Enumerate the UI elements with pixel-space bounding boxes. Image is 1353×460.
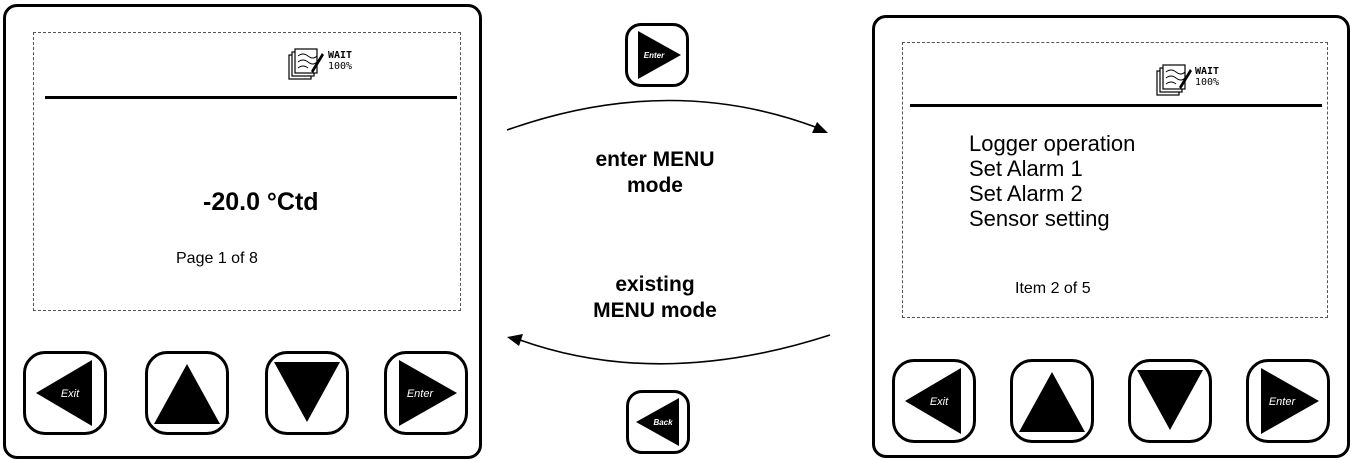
enter-menu-caption: enter MENU mode xyxy=(555,147,755,199)
up-arrow-icon xyxy=(154,364,220,424)
lcd-screen: WAIT 100% -20.0 °Ctd Page 1 of 8 xyxy=(33,32,461,311)
enter-button[interactable]: Enter xyxy=(1246,359,1330,443)
transition-enter-key-label: Enter xyxy=(644,51,665,60)
menu-item[interactable]: Sensor setting xyxy=(969,206,1110,231)
menu-item[interactable]: Set Alarm 2 xyxy=(969,181,1083,206)
exit-menu-caption: existing MENU mode xyxy=(555,272,755,324)
exit-arrow-icon: Exit xyxy=(905,368,961,434)
enter-caption-line1: enter MENU xyxy=(595,148,715,171)
down-button[interactable] xyxy=(1128,359,1212,443)
header-divider xyxy=(45,96,457,99)
device-display-mode: WAIT 100% -20.0 °Ctd Page 1 of 8 Exit En… xyxy=(3,4,482,459)
down-arrow-icon xyxy=(274,362,340,422)
menu-item[interactable]: Logger operation xyxy=(969,131,1136,156)
measurement-value: -20.0 °Ctd xyxy=(203,188,319,216)
status-indicator: WAIT 100% xyxy=(1195,66,1219,88)
document-icon xyxy=(1156,64,1192,96)
exit-key-label: Exit xyxy=(930,396,949,408)
enter-arrow-icon: Enter xyxy=(1261,368,1319,434)
status-indicator: WAIT 100% xyxy=(328,50,352,72)
up-button[interactable] xyxy=(145,351,229,435)
exit-transition-arrow xyxy=(519,334,831,365)
device-menu-mode: WAIT 100% Logger operation Set Alarm 1 S… xyxy=(872,15,1350,458)
exit-caption-line2: MENU mode xyxy=(593,299,717,322)
item-indicator: Item 2 of 5 xyxy=(1015,280,1091,297)
enter-transition-arrow xyxy=(506,99,819,131)
enter-caption-line2: mode xyxy=(626,174,683,197)
exit-button[interactable]: Exit xyxy=(23,351,107,435)
page-indicator: Page 1 of 8 xyxy=(176,250,258,267)
exit-caption-line1: existing xyxy=(615,273,695,296)
document-icon xyxy=(288,48,324,80)
status-label: WAIT xyxy=(328,50,353,61)
exit-button[interactable]: Exit xyxy=(892,359,976,443)
transition-enter-key[interactable]: Enter xyxy=(625,23,689,87)
status-label: WAIT xyxy=(1195,66,1220,77)
enter-key-label: Enter xyxy=(1269,396,1297,408)
exit-key-label: Exit xyxy=(61,388,80,400)
header-divider xyxy=(910,104,1322,107)
up-arrow-icon xyxy=(1019,372,1085,432)
menu-list: Logger operation Set Alarm 1 Set Alarm 2… xyxy=(969,131,1135,231)
enter-arrow-icon: Enter xyxy=(399,360,457,426)
down-arrow-icon xyxy=(1137,370,1203,430)
down-button[interactable] xyxy=(265,351,349,435)
enter-button[interactable]: Enter xyxy=(384,351,468,435)
transition-back-key-label: Back xyxy=(653,418,673,427)
lcd-screen: WAIT 100% Logger operation Set Alarm 1 S… xyxy=(902,42,1328,318)
exit-arrow-icon: Exit xyxy=(36,360,92,426)
enter-arrowhead-icon xyxy=(812,122,828,133)
status-percent: 100% xyxy=(1195,77,1220,88)
up-button[interactable] xyxy=(1010,359,1094,443)
status-percent: 100% xyxy=(328,61,353,72)
transition-back-key[interactable]: Back xyxy=(626,390,690,454)
enter-arrow-icon: Enter xyxy=(638,31,681,79)
back-arrow-icon: Back xyxy=(636,398,679,446)
exit-arrowhead-icon xyxy=(507,334,523,346)
menu-item[interactable]: Set Alarm 1 xyxy=(969,156,1083,181)
enter-key-label: Enter xyxy=(407,388,435,400)
